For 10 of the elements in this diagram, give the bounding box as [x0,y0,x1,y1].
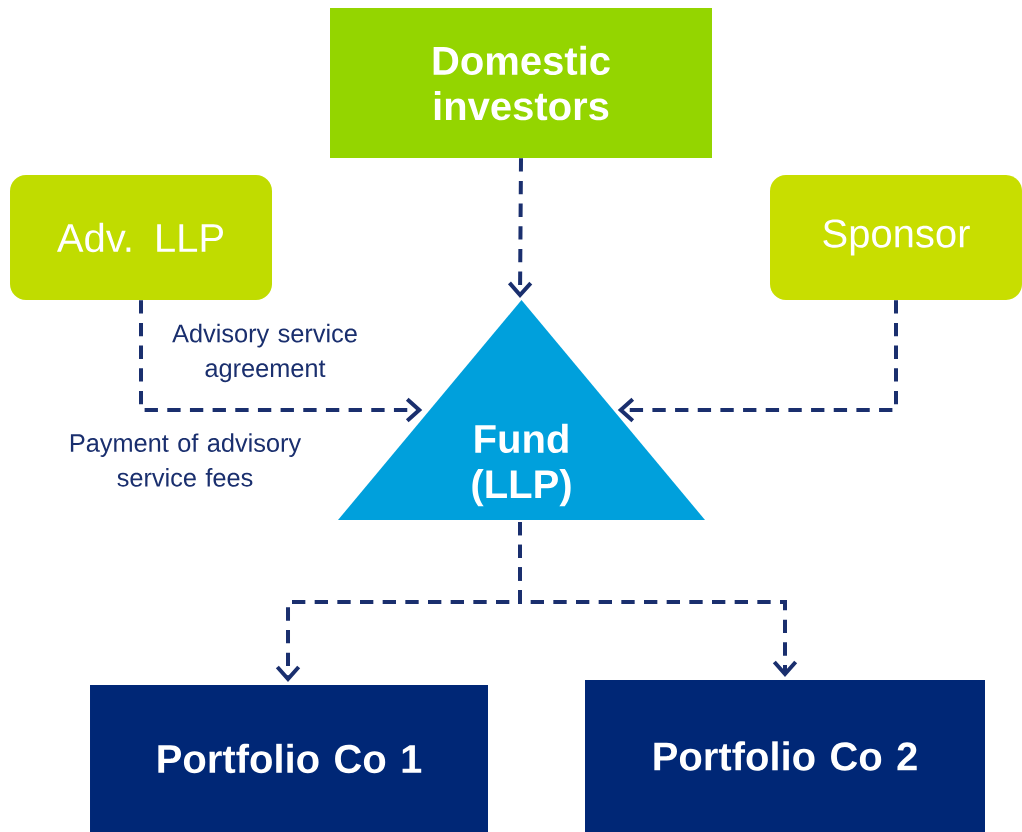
box: Portfolio Co 1 [90,685,488,832]
arrow [617,300,898,423]
box: Portfolio Co 2 [585,680,985,832]
rounded-box: Sponsor [770,175,1022,300]
box: Domestic investors [330,8,712,158]
arrow [518,522,798,677]
arrow [139,300,423,423]
rounded-box: Adv. LLP [10,175,272,300]
arrow [507,158,533,298]
note-text: Payment of advisory service fees [70,433,302,487]
